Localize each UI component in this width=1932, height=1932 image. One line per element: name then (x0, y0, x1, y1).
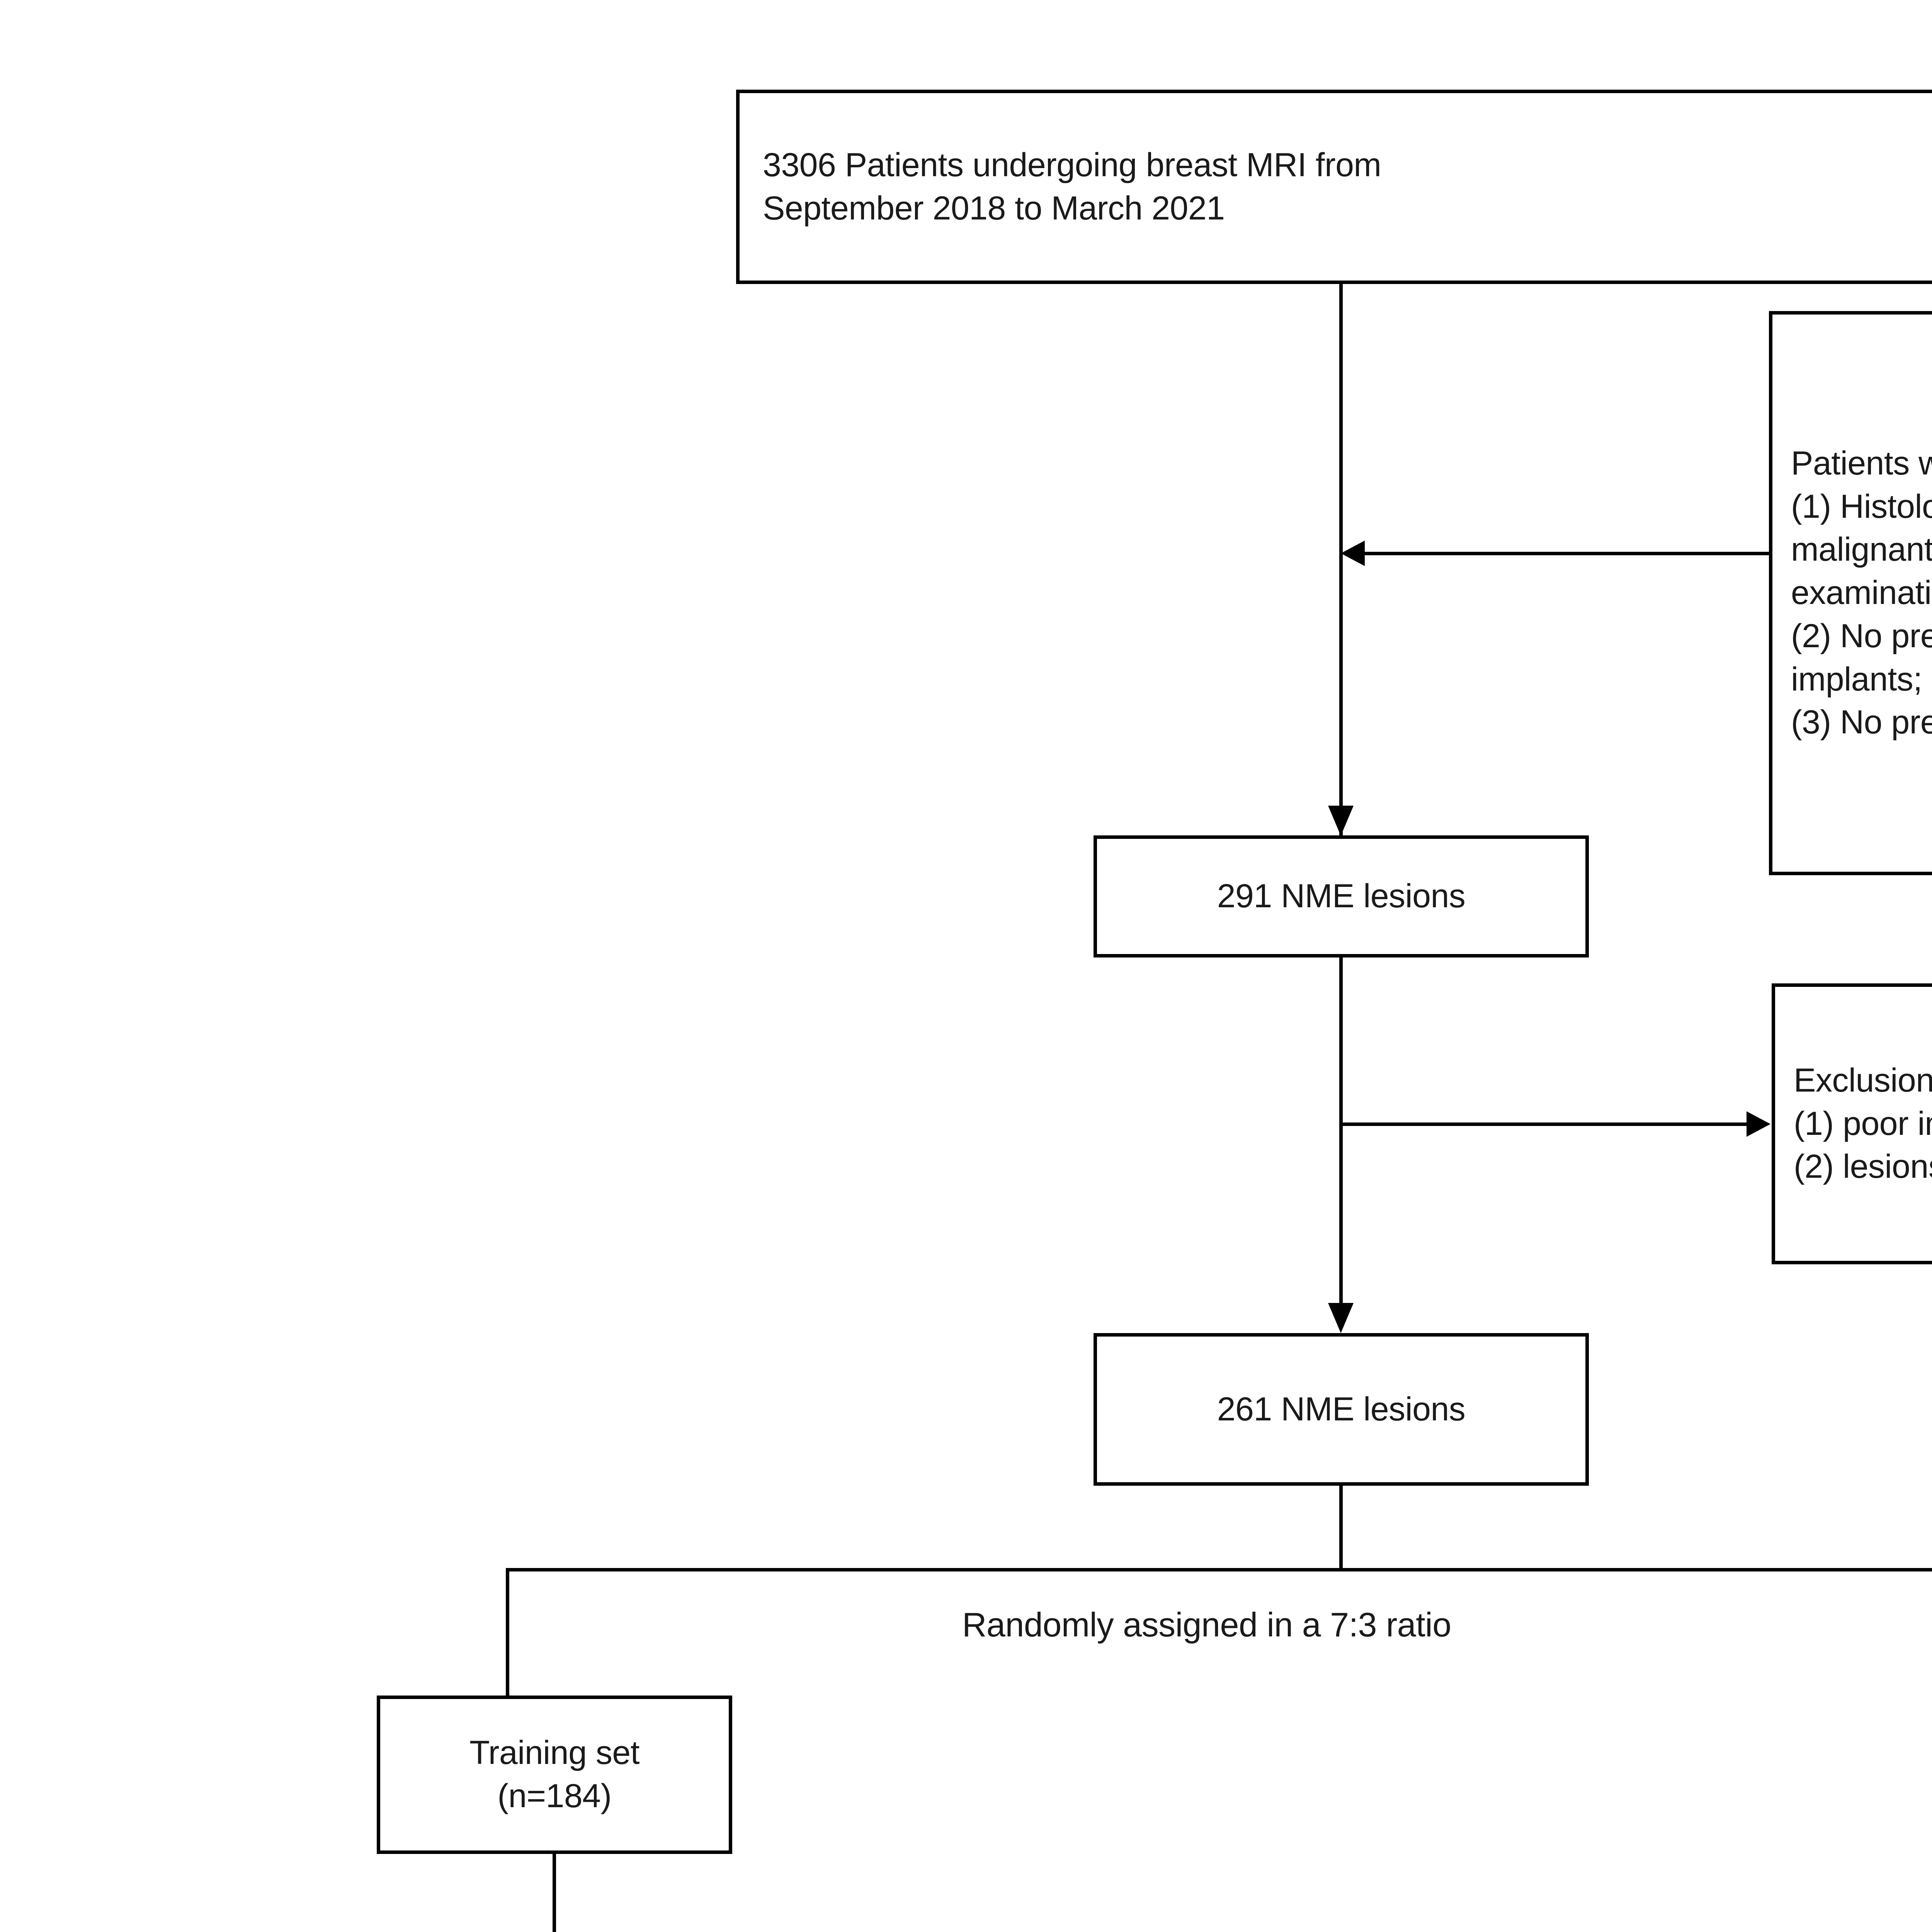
node-lesions-291: 291 NME lesions (1094, 835, 1589, 957)
connector-training-to-subsplit (553, 1854, 556, 1932)
arrowhead-exclusion-right (1747, 1111, 1770, 1137)
connector-lesions261-to-split (1339, 1486, 1343, 1571)
node-lesions-261-text: 261 NME lesions (1217, 1390, 1466, 1428)
connector-inclusion-to-spine (1360, 552, 1771, 555)
arrowhead-into-lesions291 (1328, 806, 1354, 836)
connector-spine-to-exclusion (1341, 1122, 1747, 1126)
split-bar-train-validation (506, 1568, 1932, 1571)
node-training-set: Training set (n=184) (377, 1696, 732, 1854)
split-ratio-label: Randomly assigned in a 7:3 ratio (962, 1605, 1451, 1644)
node-lesions-291-text: 291 NME lesions (1217, 878, 1466, 915)
node-enrollment-text: 3306 Patients undergoing breast MRI from… (763, 146, 1381, 227)
node-inclusion-criteria-text: Patients who met our inclusion criteria:… (1791, 444, 1932, 741)
node-enrollment: 3306 Patients undergoing breast MRI from… (736, 90, 1932, 284)
arrowhead-into-lesions261 (1328, 1303, 1354, 1333)
node-inclusion-criteria: Patients who met our inclusion criteria:… (1769, 311, 1932, 875)
connector-split-to-training (506, 1568, 509, 1696)
node-lesions-261: 261 NME lesions (1094, 1333, 1589, 1486)
node-training-set-text: Training set (n=184) (469, 1734, 640, 1815)
arrowhead-inclusion-left (1341, 541, 1365, 566)
node-exclusion-criteria: Exclusion criteria: (1) poor image quali… (1772, 983, 1932, 1264)
connector-lesions291-to-lesions261 (1339, 957, 1343, 1328)
node-exclusion-criteria-text: Exclusion criteria: (1) poor image quali… (1794, 1061, 1932, 1185)
